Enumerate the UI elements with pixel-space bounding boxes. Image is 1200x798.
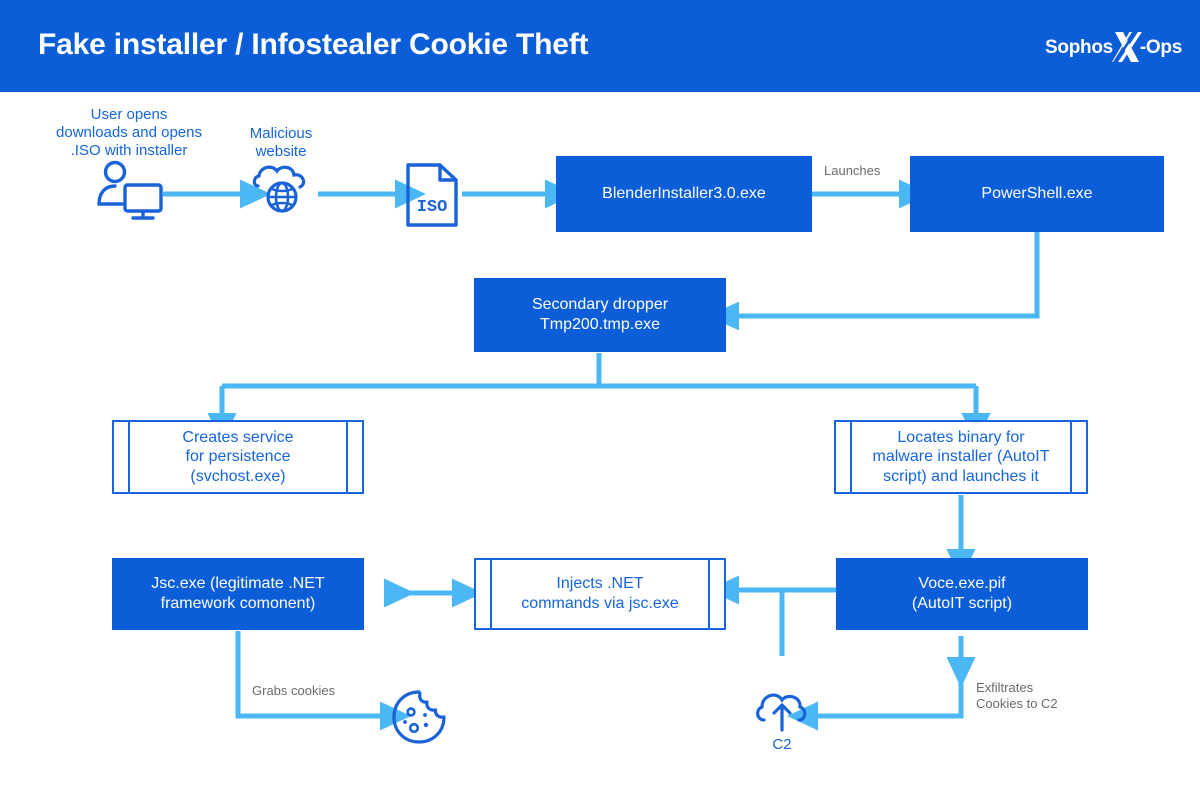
connector-exfiltrate-to-c2 bbox=[787, 652, 964, 731]
connector-dropper-split bbox=[219, 353, 979, 412]
node-voce-exe-label: Voce.exe.pif(AutoIT script) bbox=[911, 575, 1013, 612]
node-powershell[interactable]: PowerShell.exe bbox=[910, 156, 1164, 232]
connector-jsc-to-cookie bbox=[235, 631, 411, 731]
x-logo-icon bbox=[1111, 30, 1142, 64]
node-blender-installer-label: BlenderInstaller3.0.exe bbox=[602, 185, 766, 203]
page-title: Fake installer / Infostealer Cookie Thef… bbox=[38, 28, 589, 61]
connector-powershell-to-dropper bbox=[708, 230, 1040, 331]
node-voce-exe[interactable]: Voce.exe.pif(AutoIT script) bbox=[836, 558, 1088, 630]
connector-voce-to-injects bbox=[779, 587, 838, 656]
node-blender-installer[interactable]: BlenderInstaller3.0.exe bbox=[556, 156, 812, 232]
node-powershell-label: PowerShell.exe bbox=[981, 185, 1093, 203]
sophos-xops-logo: Sophos -Ops bbox=[1045, 30, 1182, 64]
page-header: Fake installer / Infostealer Cookie Thef… bbox=[0, 0, 1200, 92]
logo-right-word: -Ops bbox=[1139, 36, 1182, 58]
cloud-upload-icon bbox=[753, 686, 811, 734]
iso-file-icon: ISO bbox=[404, 162, 460, 228]
launches-label: Launches bbox=[824, 163, 881, 178]
c2-label: C2 bbox=[772, 736, 792, 753]
logo-left-word: Sophos bbox=[1045, 36, 1113, 58]
user-at-computer-icon bbox=[92, 160, 168, 222]
grabs-cookies-label: Grabs cookies bbox=[252, 683, 336, 698]
iso-file-label: ISO bbox=[417, 198, 448, 217]
cookie-icon bbox=[390, 688, 448, 746]
cloud-globe-icon bbox=[250, 162, 316, 220]
